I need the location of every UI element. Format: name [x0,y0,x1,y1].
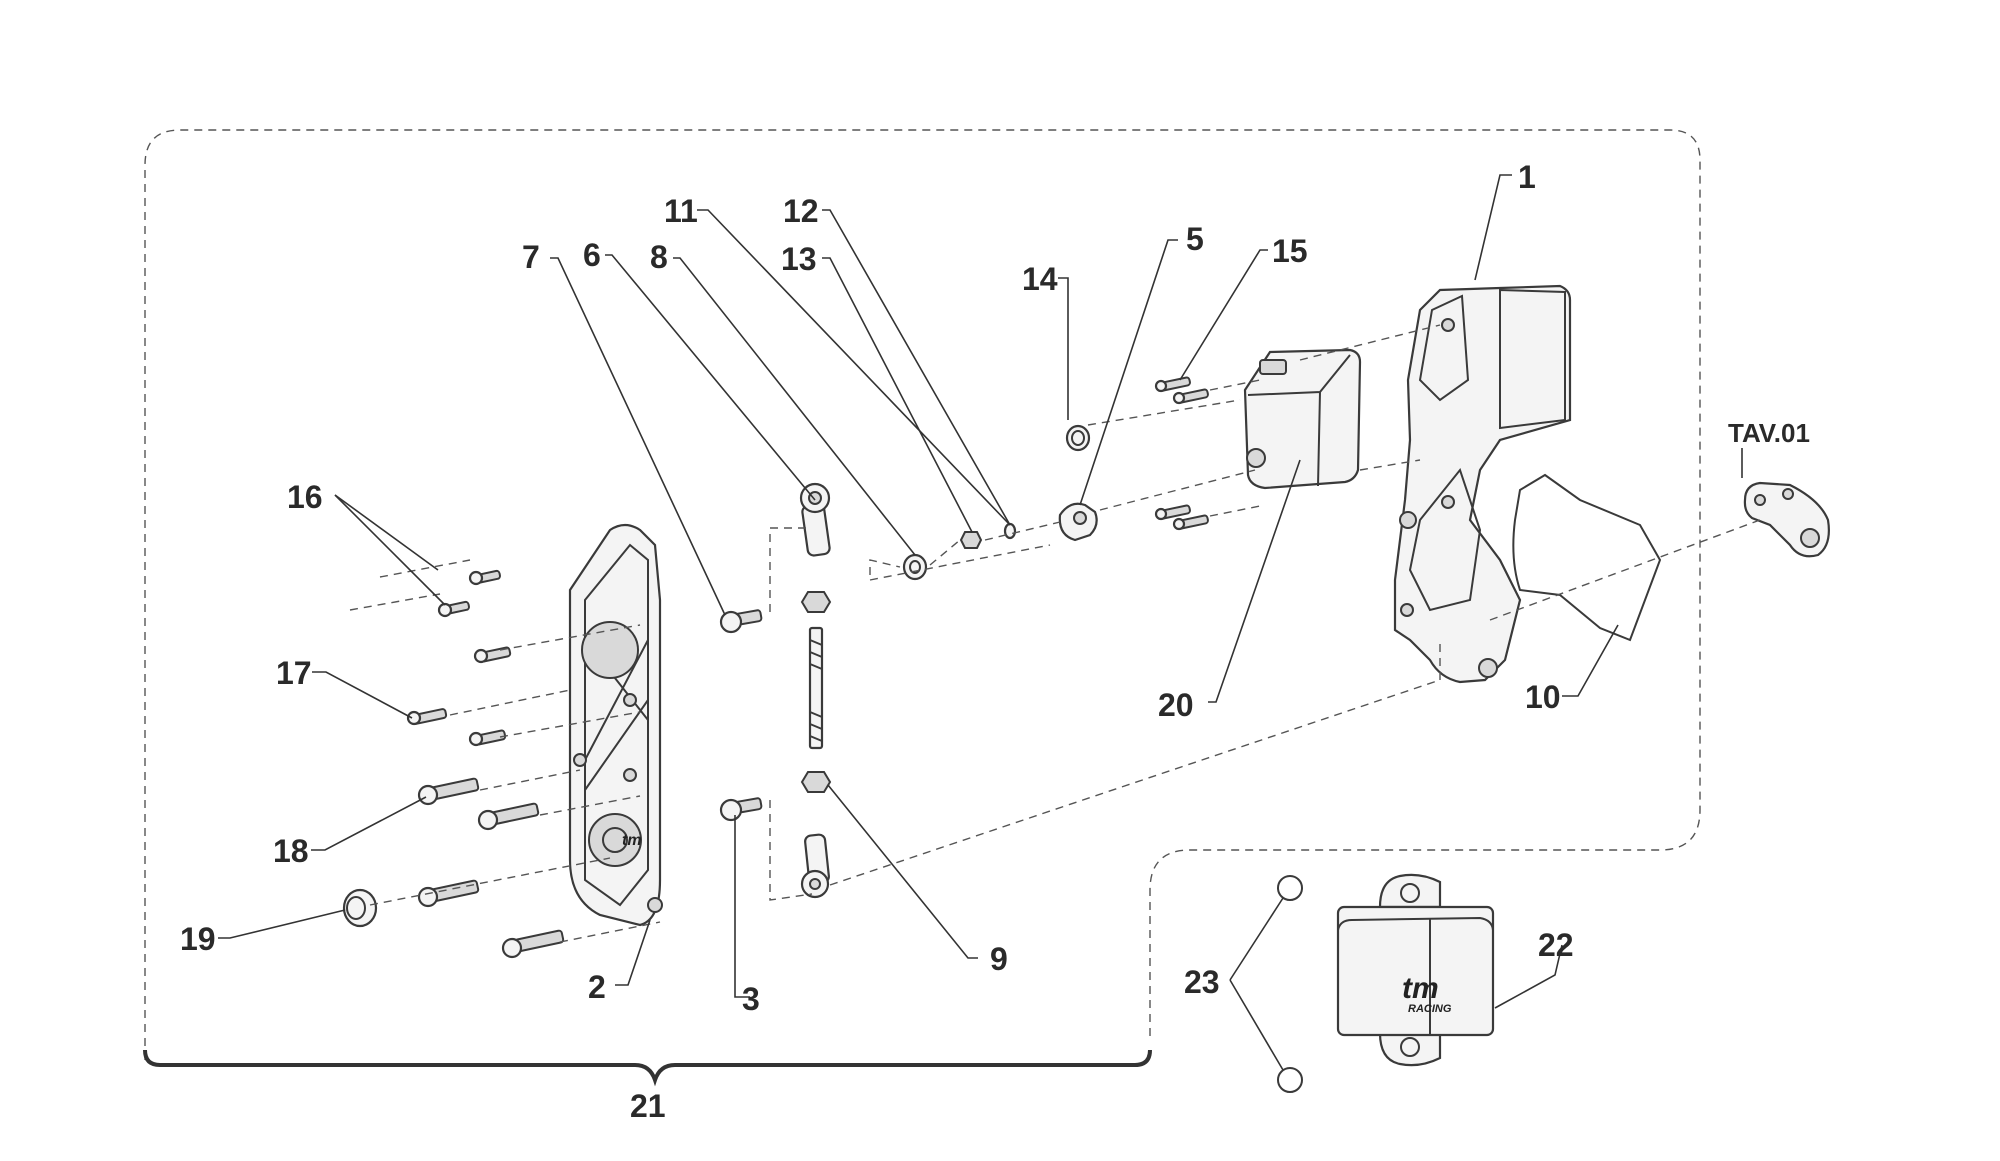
callout-1: 1 [1518,159,1536,195]
callout-16: 16 [287,479,323,515]
part-10-gasket [1512,473,1662,642]
part-2-cover-plate: tm [568,523,663,927]
callout-21: 21 [630,1088,666,1124]
part-9-threaded-rod [800,591,832,793]
callout-14: 14 [1022,261,1058,297]
part-7-bolt [719,609,763,634]
callout-15: 15 [1272,233,1308,269]
module-logo-sub: RACING [1408,1003,1452,1015]
part-12-clip [1003,522,1017,540]
group-21-boundary [144,129,1701,1060]
part-1-housing [1393,284,1572,684]
assembly-dash-lines [349,324,1761,943]
part-23-rings [1277,875,1303,1093]
callout-2: 2 [588,969,606,1005]
part-15-screws [1154,376,1209,531]
callout-7: 7 [522,239,540,275]
part-5-servo-arm [1058,502,1098,542]
callout-23: 23 [1184,964,1220,1000]
group-21-brace [143,1049,1152,1087]
callout-22: 22 [1538,927,1574,963]
callout-tav01: TAV.01 [1728,418,1810,448]
callout-3: 3 [742,981,760,1017]
part-14-oring [1065,424,1091,452]
part-6-rod-end [799,482,831,557]
cover-logo: tm [622,832,642,849]
callout-11: 11 [664,193,698,229]
part-22-module: tm RACING [1336,873,1495,1067]
part-20-servo [1243,348,1362,490]
part-6-rod-end-lower [800,833,830,899]
part-8-washer [902,553,928,581]
callout-5: 5 [1186,221,1204,257]
part-13-nut [959,531,983,549]
callout-6: 6 [583,237,601,273]
callout-13: 13 [781,241,817,277]
callout-20: 20 [1158,687,1194,723]
callout-8: 8 [650,239,668,275]
part-17-screws [406,646,512,747]
module-logo-brand: tm [1402,972,1439,1005]
callout-12: 12 [783,193,819,229]
leader-lines [218,174,1743,1071]
callout-10: 10 [1525,679,1561,715]
callout-17: 17 [276,655,312,691]
part-18-bolts [417,777,565,959]
part-16-screws [437,569,501,618]
callout-18: 18 [273,833,309,869]
part-3-bolt [719,797,763,822]
part-tav01-bracket [1743,481,1830,558]
part-19-plug [342,888,378,928]
callout-9: 9 [990,941,1008,977]
callout-19: 19 [180,921,216,957]
